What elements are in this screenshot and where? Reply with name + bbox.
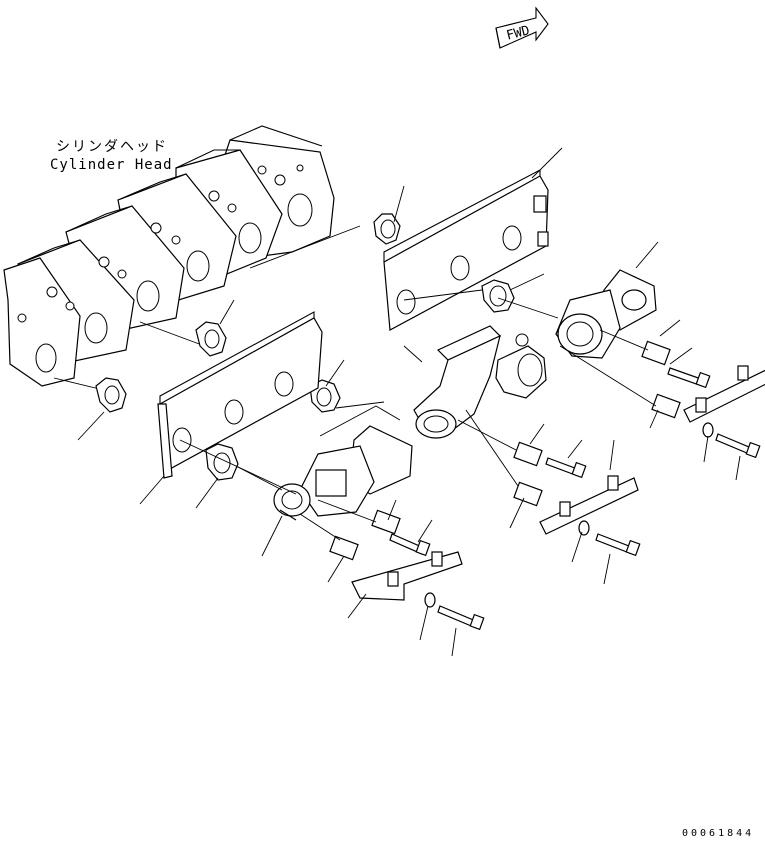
bracket-center xyxy=(539,475,639,535)
cylinder-head-label-en: Cylinder Head xyxy=(50,157,173,173)
heat-shield-rear xyxy=(383,169,549,331)
exhaust-manifold-right xyxy=(555,269,657,359)
bolts xyxy=(389,367,761,631)
cylinder-head-assembly xyxy=(3,125,335,387)
drawing-number: 00061844 xyxy=(682,828,755,839)
exhaust-manifold-left xyxy=(273,425,413,521)
bracket-right xyxy=(683,365,765,423)
callout-leaders xyxy=(77,147,741,657)
cylinder-head-label-jp: シリンダヘッド xyxy=(56,139,168,155)
heat-shield-front xyxy=(157,311,323,479)
fwd-arrow-text: FWD xyxy=(505,23,532,43)
assembly-lines xyxy=(179,289,657,541)
bracket-left xyxy=(351,551,463,601)
fwd-arrow-icon: FWD xyxy=(495,6,549,49)
spacer-sleeves xyxy=(329,340,681,561)
exhaust-pipe-center xyxy=(413,325,547,439)
